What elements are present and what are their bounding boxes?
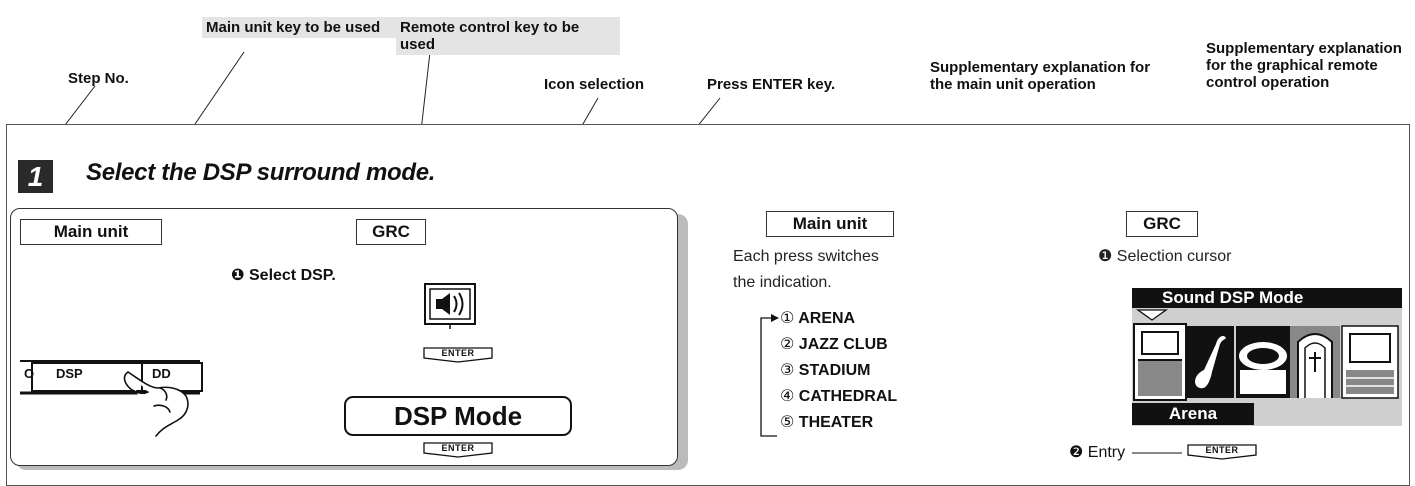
grc-screen-title: Sound DSP Mode: [1132, 288, 1402, 308]
button-left-label: O: [24, 366, 35, 381]
list-item: ② JAZZ CLUB: [780, 336, 888, 353]
annotation-press-enter: Press ENTER key.: [707, 76, 836, 93]
annotation-step-no: Step No.: [68, 70, 129, 87]
stadium-icon: [1236, 326, 1290, 398]
enter-key-label: ENTER: [441, 348, 475, 358]
dsp-button-label[interactable]: DSP: [56, 366, 83, 381]
grc-tag: GRC: [356, 219, 426, 245]
list-item: ③ STADIUM: [780, 362, 871, 379]
selection-cursor-label: ❶ Selection cursor: [1098, 248, 1232, 265]
button-right-label: DD: [152, 366, 171, 381]
annotation-supp-grc: Supplementary explanation for the graphi…: [1206, 40, 1402, 91]
desc-line-1: Each press switches: [733, 248, 879, 265]
entry-leader-line: [1132, 452, 1182, 454]
arena-icon: [1133, 323, 1187, 401]
step-title: Select the DSP surround mode.: [86, 159, 436, 186]
enter-key-icon[interactable]: ENTER: [1186, 444, 1258, 460]
enter-key-icon[interactable]: ENTER: [422, 442, 494, 458]
selected-mode-label: Arena: [1132, 403, 1254, 425]
enter-key-label: ENTER: [441, 443, 475, 453]
pointing-hand-icon: [123, 371, 189, 437]
enter-key-icon[interactable]: ENTER: [422, 347, 494, 363]
step-number: 1: [18, 160, 53, 193]
list-item: ④ CATHEDRAL: [780, 388, 898, 405]
annotation-icon-selection: Icon selection: [544, 76, 645, 93]
main-unit-tag: Main unit: [20, 219, 162, 245]
annotation-remote-key: Remote control key to be used: [396, 17, 620, 55]
desc-line-2: the indication.: [733, 274, 832, 291]
select-dsp-instruction: ❶ Select DSP.: [231, 267, 336, 284]
jazz-club-icon: [1186, 326, 1234, 398]
cathedral-icon: [1290, 326, 1340, 398]
main-unit-side-tag: Main unit: [766, 211, 894, 237]
grc-mode-icons: [1133, 309, 1399, 401]
dsp-mode-display: DSP Mode: [344, 396, 572, 436]
list-item: ① ARENA: [780, 310, 856, 327]
theater-icon: [1341, 325, 1399, 399]
enter-key-label: ENTER: [1205, 445, 1239, 455]
speaker-icon[interactable]: [424, 283, 476, 331]
list-item: ⑤ THEATER: [780, 414, 874, 431]
annotation-supp-main: Supplementary explanation for the main u…: [930, 59, 1151, 93]
grc-side-tag: GRC: [1126, 211, 1198, 237]
entry-label: ❷ Entry: [1069, 444, 1126, 461]
cycle-arrow: [760, 314, 779, 437]
annotation-main-unit-key: Main unit key to be used: [202, 17, 396, 38]
